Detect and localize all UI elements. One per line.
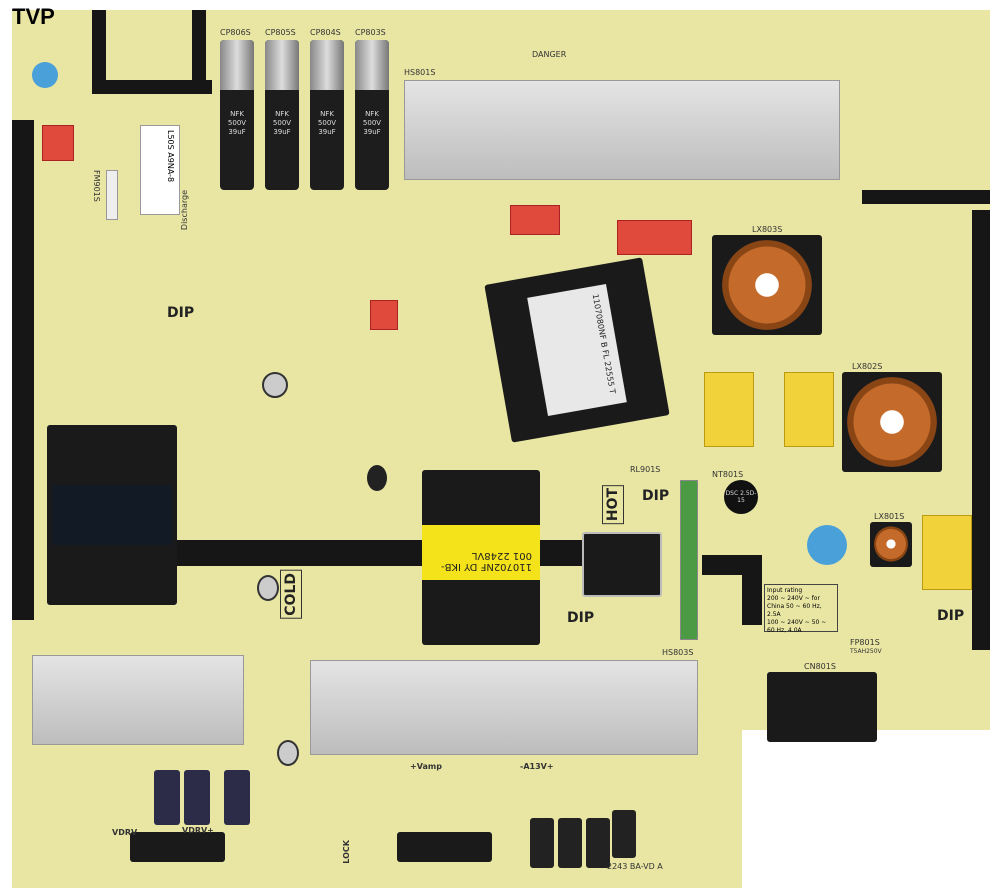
fuse-label: FP801S bbox=[850, 638, 880, 647]
electrolytic-capacitor: NFK 500V 39uF bbox=[355, 40, 389, 190]
common-mode-choke bbox=[842, 372, 942, 472]
varistor bbox=[807, 525, 847, 565]
input-rating-title: Input rating bbox=[767, 587, 803, 594]
relay bbox=[582, 532, 662, 597]
input-rating-box: Input rating 200 ~ 240V ~ for China 50 ~… bbox=[764, 584, 838, 634]
fuse bbox=[106, 170, 118, 220]
output-connector bbox=[397, 832, 492, 862]
cap-label: CP806S bbox=[220, 28, 251, 37]
common-mode-choke bbox=[712, 235, 822, 335]
electrolytic-capacitor bbox=[224, 770, 250, 825]
a13v-label: -A13V+ bbox=[520, 762, 554, 771]
vdrv-label: VDRV bbox=[112, 828, 138, 837]
thermistor-label: NT801S bbox=[712, 470, 744, 479]
board-cutout bbox=[742, 730, 992, 890]
standby-transformer: 110702NF DY IKB-001 2248VL bbox=[422, 470, 540, 645]
capacitor bbox=[257, 575, 279, 601]
cap-label: CP805S bbox=[265, 28, 296, 37]
danger-label: DANGER bbox=[532, 50, 567, 59]
dip-label: DIP bbox=[167, 305, 195, 321]
output-connector bbox=[130, 832, 225, 862]
x-capacitor bbox=[42, 125, 74, 161]
trace bbox=[742, 555, 762, 625]
cold-label: COLD bbox=[280, 570, 302, 619]
coil-label: LX802S bbox=[852, 362, 883, 371]
electrolytic-capacitor: NFK 500V 39uF bbox=[220, 40, 254, 190]
x-capacitor-yellow bbox=[784, 372, 834, 447]
electrolytic-capacitor bbox=[154, 770, 180, 825]
electrolytic-capacitor bbox=[586, 818, 610, 868]
fuse-label: FM901S bbox=[92, 170, 101, 202]
x-capacitor-yellow bbox=[704, 372, 754, 447]
cap-label: CP803S bbox=[355, 28, 386, 37]
trace bbox=[92, 10, 106, 90]
electrolytic-capacitor: NFK 500V 39uF bbox=[310, 40, 344, 190]
thermistor: DSC 2.5D-15 bbox=[724, 480, 758, 514]
capacitor bbox=[277, 740, 299, 766]
ac-input-connector bbox=[767, 672, 877, 742]
dip-label: DIP bbox=[937, 608, 965, 624]
electrolytic-capacitor bbox=[184, 770, 210, 825]
dip-label: DIP bbox=[642, 488, 670, 504]
trace bbox=[12, 120, 34, 620]
part-label: A9NA-8 bbox=[166, 152, 175, 183]
relay-label: RL901S bbox=[630, 465, 661, 474]
trace bbox=[972, 210, 990, 650]
board-code: 2243 BA-VD A bbox=[607, 862, 663, 871]
x-capacitor bbox=[617, 220, 692, 255]
heatsink-top bbox=[404, 80, 840, 180]
y-capacitor bbox=[32, 62, 58, 88]
capacitor bbox=[262, 372, 288, 398]
cap-label: CP804S bbox=[310, 28, 341, 37]
vdrv-plus-label: VDRV+ bbox=[182, 826, 214, 835]
trace bbox=[92, 80, 212, 94]
main-transformer: 1107080NF B FL 22555 T bbox=[484, 257, 670, 443]
coil-label: LX803S bbox=[752, 225, 783, 234]
coil bbox=[847, 377, 937, 467]
model-label: L50S bbox=[166, 130, 175, 150]
input-rating-line: 100 ~ 240V ~ 50 ~ 60 Hz, 4.0A bbox=[767, 619, 827, 634]
model-sticker: L50S A9NA-8 bbox=[140, 125, 180, 215]
daughter-board bbox=[680, 480, 698, 640]
vamp-label: +Vamp bbox=[410, 762, 442, 771]
heatsink-label: HS801S bbox=[404, 68, 436, 77]
dip-label: DIP bbox=[567, 610, 595, 626]
lock-label: LOCK bbox=[342, 840, 351, 864]
fuse-rating: T5AH250V bbox=[850, 648, 882, 655]
x-capacitor-yellow bbox=[922, 515, 972, 590]
hot-label: HOT bbox=[602, 485, 624, 525]
trace bbox=[862, 190, 990, 204]
trace bbox=[192, 10, 206, 94]
electrolytic-capacitor bbox=[558, 818, 582, 868]
pcb-board: HS801S HS803S CP806S CP805S CP804S CP803… bbox=[12, 10, 992, 890]
coil-label: LX801S bbox=[874, 512, 905, 521]
x-capacitor bbox=[370, 300, 398, 330]
x-capacitor bbox=[510, 205, 560, 235]
electrolytic-capacitor: NFK 500V 39uF bbox=[265, 40, 299, 190]
electrolytic-capacitor bbox=[530, 818, 554, 868]
capacitor bbox=[367, 465, 387, 491]
discharge-label: Discharge bbox=[180, 190, 189, 231]
coil bbox=[722, 240, 812, 330]
pfc-transformer bbox=[47, 425, 177, 605]
heatsink-label: HS803S bbox=[662, 648, 694, 657]
heatsink-left bbox=[32, 655, 244, 745]
electrolytic-capacitor bbox=[612, 810, 636, 858]
connector-label: CN801S bbox=[804, 662, 836, 671]
input-rating-line: 200 ~ 240V ~ for China 50 ~ 60 Hz, 2.5A bbox=[767, 595, 822, 618]
transformer-label: 110702NF DY IKB-001 2248VL bbox=[440, 550, 532, 572]
heatsink-bottom bbox=[310, 660, 698, 755]
watermark: TVP bbox=[12, 4, 55, 29]
transformer-label: 1107080NF B FL 22555 T bbox=[527, 283, 627, 417]
inductor bbox=[870, 522, 912, 567]
coil bbox=[874, 526, 908, 562]
